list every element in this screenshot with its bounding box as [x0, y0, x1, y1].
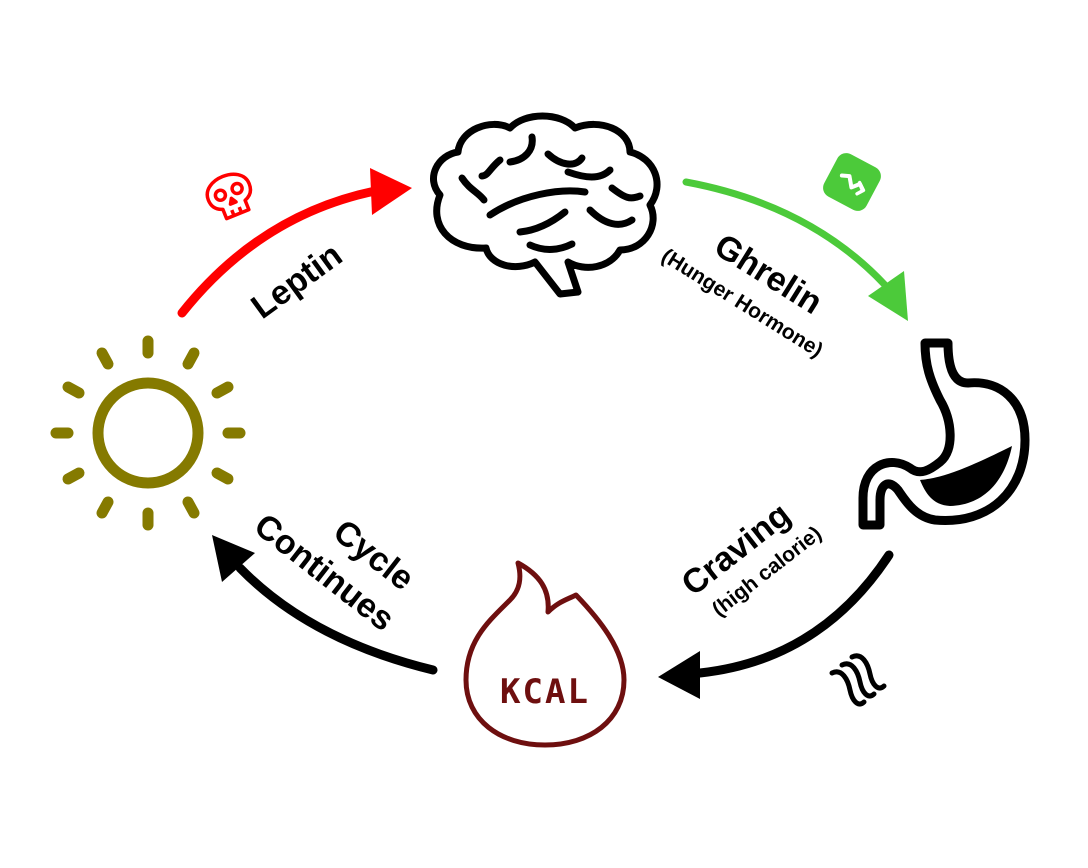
leptin-label: Leptin: [244, 236, 349, 327]
ghrelin-arrow: [682, 178, 908, 321]
flame-icon: KCAL: [463, 560, 627, 748]
heat-waves-icon: [829, 653, 887, 707]
sun-icon: [50, 335, 246, 531]
leptin-arrow: [177, 168, 412, 318]
skull-icon: [205, 172, 253, 221]
stomach-icon: [858, 338, 1030, 530]
cycle-arrow: [212, 535, 438, 675]
brain-icon: [430, 112, 661, 298]
kcal-text: KCAL: [500, 672, 590, 712]
ghrelin-label-group: Ghrelin (Hunger Hormone): [657, 227, 828, 363]
trend-up-icon: [823, 153, 881, 211]
craving-arrow: [658, 550, 894, 699]
cycle-label-group: Cycle Continues: [247, 506, 421, 638]
craving-label-group: Craving (high calorie): [675, 495, 826, 621]
